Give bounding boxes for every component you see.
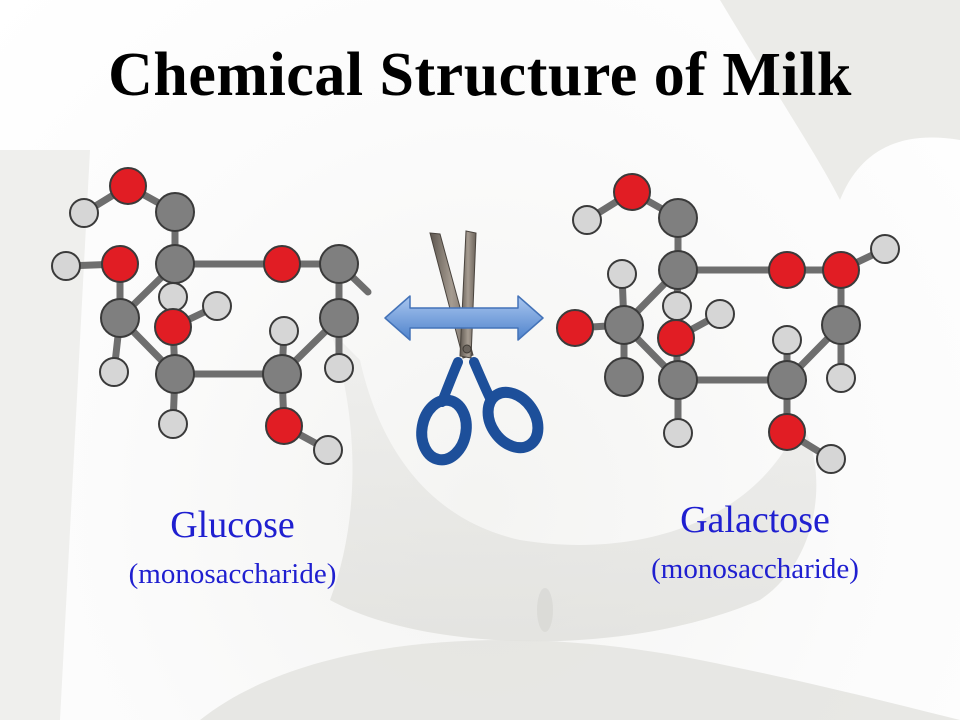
scissors-icon (416, 230, 544, 466)
cleavage-icon-group (384, 230, 544, 466)
double-arrow-icon (384, 295, 544, 341)
glucose-molecule-diagram (51, 167, 372, 465)
galactose-atoms (556, 173, 900, 474)
glucose-kind-label: (monosaccharide) (128, 558, 337, 590)
glucose-label: Glucose (170, 504, 295, 546)
page-title: Chemical Structure of Milk (108, 41, 852, 109)
galactose-kind-label: (monosaccharide) (651, 553, 859, 585)
galactose-molecule-diagram (556, 173, 900, 474)
galactose-label: Galactose (680, 499, 830, 541)
glucose-atoms (51, 167, 359, 465)
